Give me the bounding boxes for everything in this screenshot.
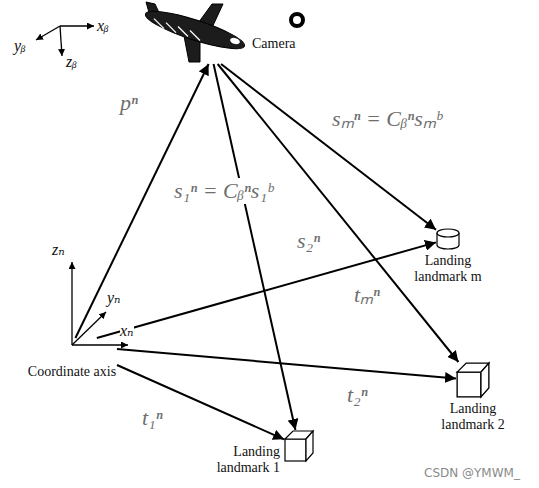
axis-label: xₙ: [120, 321, 134, 340]
landmark-cylinder-shape: [436, 228, 460, 250]
node-label: Landing landmark 1: [196, 444, 280, 476]
body-axes: [36, 26, 94, 56]
landmark-cube: Landing landmark 1: [284, 430, 314, 462]
axis-label: yₙ: [107, 288, 121, 307]
node-label: Landing landmark m: [406, 253, 490, 285]
landmark-cube: Landing landmark 2: [456, 362, 490, 398]
landmark-cube-shape: [456, 362, 490, 398]
node-label: Coordinate axis: [27, 364, 117, 380]
axis-label: yᵦ: [14, 36, 26, 55]
airplane-node-shape: [140, 2, 250, 64]
vector-label: pⁿ: [118, 90, 140, 116]
vector-label: t₁ⁿ: [140, 405, 165, 431]
vector-arrow: [218, 64, 459, 362]
origin-node: Coordinate axis: [27, 338, 117, 398]
node-label: Landing landmark 2: [431, 401, 515, 433]
vector-arrow: [97, 242, 436, 338]
vector-arrow: [117, 365, 284, 439]
vector-label: t₂ⁿ: [345, 382, 370, 408]
vector-label: s₂ⁿ: [295, 228, 322, 254]
landmark-cylinder: Landing landmark m: [436, 228, 460, 250]
axis-label: xᵦ: [97, 16, 109, 35]
camera-icon: [291, 14, 303, 26]
axis-label: zᵦ: [66, 52, 77, 71]
vector-label: s₁ⁿ = Cᵦⁿs₁ᵇ: [172, 178, 275, 204]
vector-label: tₘⁿ: [352, 282, 382, 308]
vector-arrow: [214, 64, 296, 430]
watermark: CSDN @YMWM_: [424, 466, 520, 480]
vector-arrow: [117, 349, 456, 379]
vector-label: sₘⁿ = Cᵦⁿsₘᵇ: [330, 106, 444, 132]
axis-label: zₙ: [52, 240, 65, 259]
landmark-cube-shape: [284, 430, 314, 462]
vector-arrow: [221, 64, 436, 230]
node-label: Camera: [252, 36, 296, 52]
airplane-node: Camera: [140, 2, 250, 64]
